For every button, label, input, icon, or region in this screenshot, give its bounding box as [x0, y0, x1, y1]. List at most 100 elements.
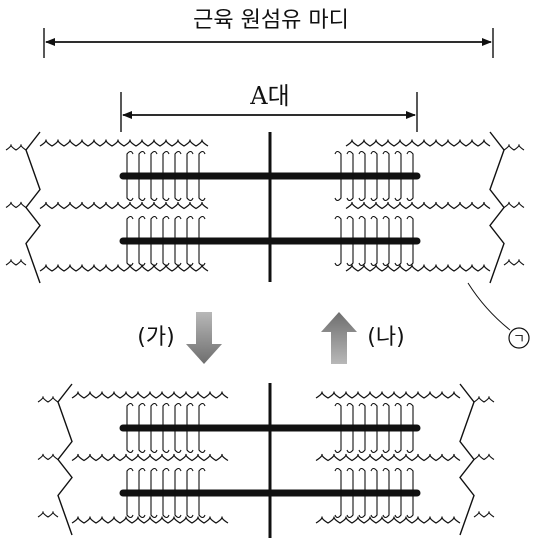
myosin-head	[150, 493, 158, 519]
myosin-head	[186, 215, 194, 241]
myosin-head	[346, 150, 354, 176]
myosin-head	[174, 402, 182, 428]
myosin-head	[162, 493, 170, 519]
myosin-head	[150, 241, 158, 267]
myosin-head	[382, 150, 390, 176]
myosin-head	[126, 215, 134, 241]
myosin-head	[162, 241, 170, 267]
myosin-head	[358, 215, 366, 241]
myosin-head	[334, 428, 342, 454]
myosin-head	[174, 241, 182, 267]
myosin-head	[198, 493, 206, 519]
actin-filament	[345, 139, 491, 147]
myosin-head	[186, 150, 194, 176]
myosin-head	[174, 493, 182, 519]
myosin-head	[162, 467, 170, 493]
arrow-a-label: (가)	[137, 325, 174, 350]
myosin-head	[394, 150, 402, 176]
myosin-head	[358, 176, 366, 202]
myosin-head	[138, 215, 146, 241]
myosin-head	[162, 402, 170, 428]
actin-stub	[37, 511, 59, 518]
arrow-b-label: (나)	[367, 325, 404, 350]
myosin-head	[382, 467, 390, 493]
myosin-head	[150, 150, 158, 176]
z-disc-left	[25, 131, 41, 284]
myosin-head	[334, 176, 342, 202]
myosin-head	[126, 402, 134, 428]
contracted-sarcomere	[37, 383, 495, 538]
actin-stub	[473, 511, 495, 518]
actin-stub	[5, 201, 27, 209]
myosin-head	[358, 428, 366, 454]
actin-stub	[503, 259, 525, 266]
actin-filament	[345, 264, 491, 272]
myosin-head	[150, 402, 158, 428]
myosin-head	[370, 176, 378, 202]
myosin-head	[162, 176, 170, 202]
actin-filament	[71, 453, 229, 462]
myosin-head	[126, 428, 134, 454]
myosin-head	[174, 150, 182, 176]
myosin-head	[138, 176, 146, 202]
actin-filament	[39, 139, 209, 147]
myosin-head	[150, 176, 158, 202]
myosin-head	[370, 150, 378, 176]
actin-stub	[5, 144, 27, 151]
actin-filament	[315, 516, 461, 524]
z-disc-right	[489, 131, 505, 284]
myosin-head	[406, 150, 414, 176]
myosin-head	[346, 215, 354, 241]
myosin-head	[406, 215, 414, 241]
myosin-head	[346, 428, 354, 454]
actin-filament	[315, 453, 461, 462]
contract-arrow	[186, 312, 222, 364]
myosin-head	[346, 176, 354, 202]
myosin-head	[346, 467, 354, 493]
myosin-head	[406, 467, 414, 493]
myosin-head	[334, 493, 342, 519]
myosin-head	[346, 402, 354, 428]
myosin-head	[382, 428, 390, 454]
myosin-head	[198, 402, 206, 428]
myosin-head	[382, 215, 390, 241]
myosin-head	[346, 241, 354, 267]
myosin-head	[370, 402, 378, 428]
sarcomere-dimension	[43, 28, 494, 58]
myosin-head	[394, 215, 402, 241]
myosin-head	[174, 467, 182, 493]
actin-stub	[37, 396, 59, 403]
myosin-head	[358, 493, 366, 519]
myosin-head	[162, 215, 170, 241]
myosin-head	[198, 215, 206, 241]
actin-stub	[503, 201, 525, 209]
myosin-head	[394, 241, 402, 267]
myosin-head	[394, 467, 402, 493]
actin-filament	[71, 391, 229, 399]
myosin-head	[198, 241, 206, 267]
actin-stub	[473, 453, 495, 461]
myosin-head	[382, 402, 390, 428]
a-band-label: A대	[249, 82, 289, 110]
myosin-head	[370, 215, 378, 241]
myosin-head	[358, 402, 366, 428]
myosin-head	[334, 150, 342, 176]
myosin-head	[186, 241, 194, 267]
myosin-head	[126, 493, 134, 519]
myosin-head	[382, 241, 390, 267]
actin-filament	[39, 264, 209, 272]
myosin-head	[358, 150, 366, 176]
myosin-head	[394, 402, 402, 428]
myosin-head	[394, 493, 402, 519]
myosin-head	[138, 467, 146, 493]
myosin-head	[186, 402, 194, 428]
myosin-head	[382, 493, 390, 519]
marker-circle	[508, 327, 530, 349]
myosin-head	[334, 402, 342, 428]
relaxed-sarcomere	[5, 131, 525, 284]
actin-stub	[5, 259, 27, 266]
myosin-head	[394, 176, 402, 202]
actin-filament	[345, 201, 491, 210]
